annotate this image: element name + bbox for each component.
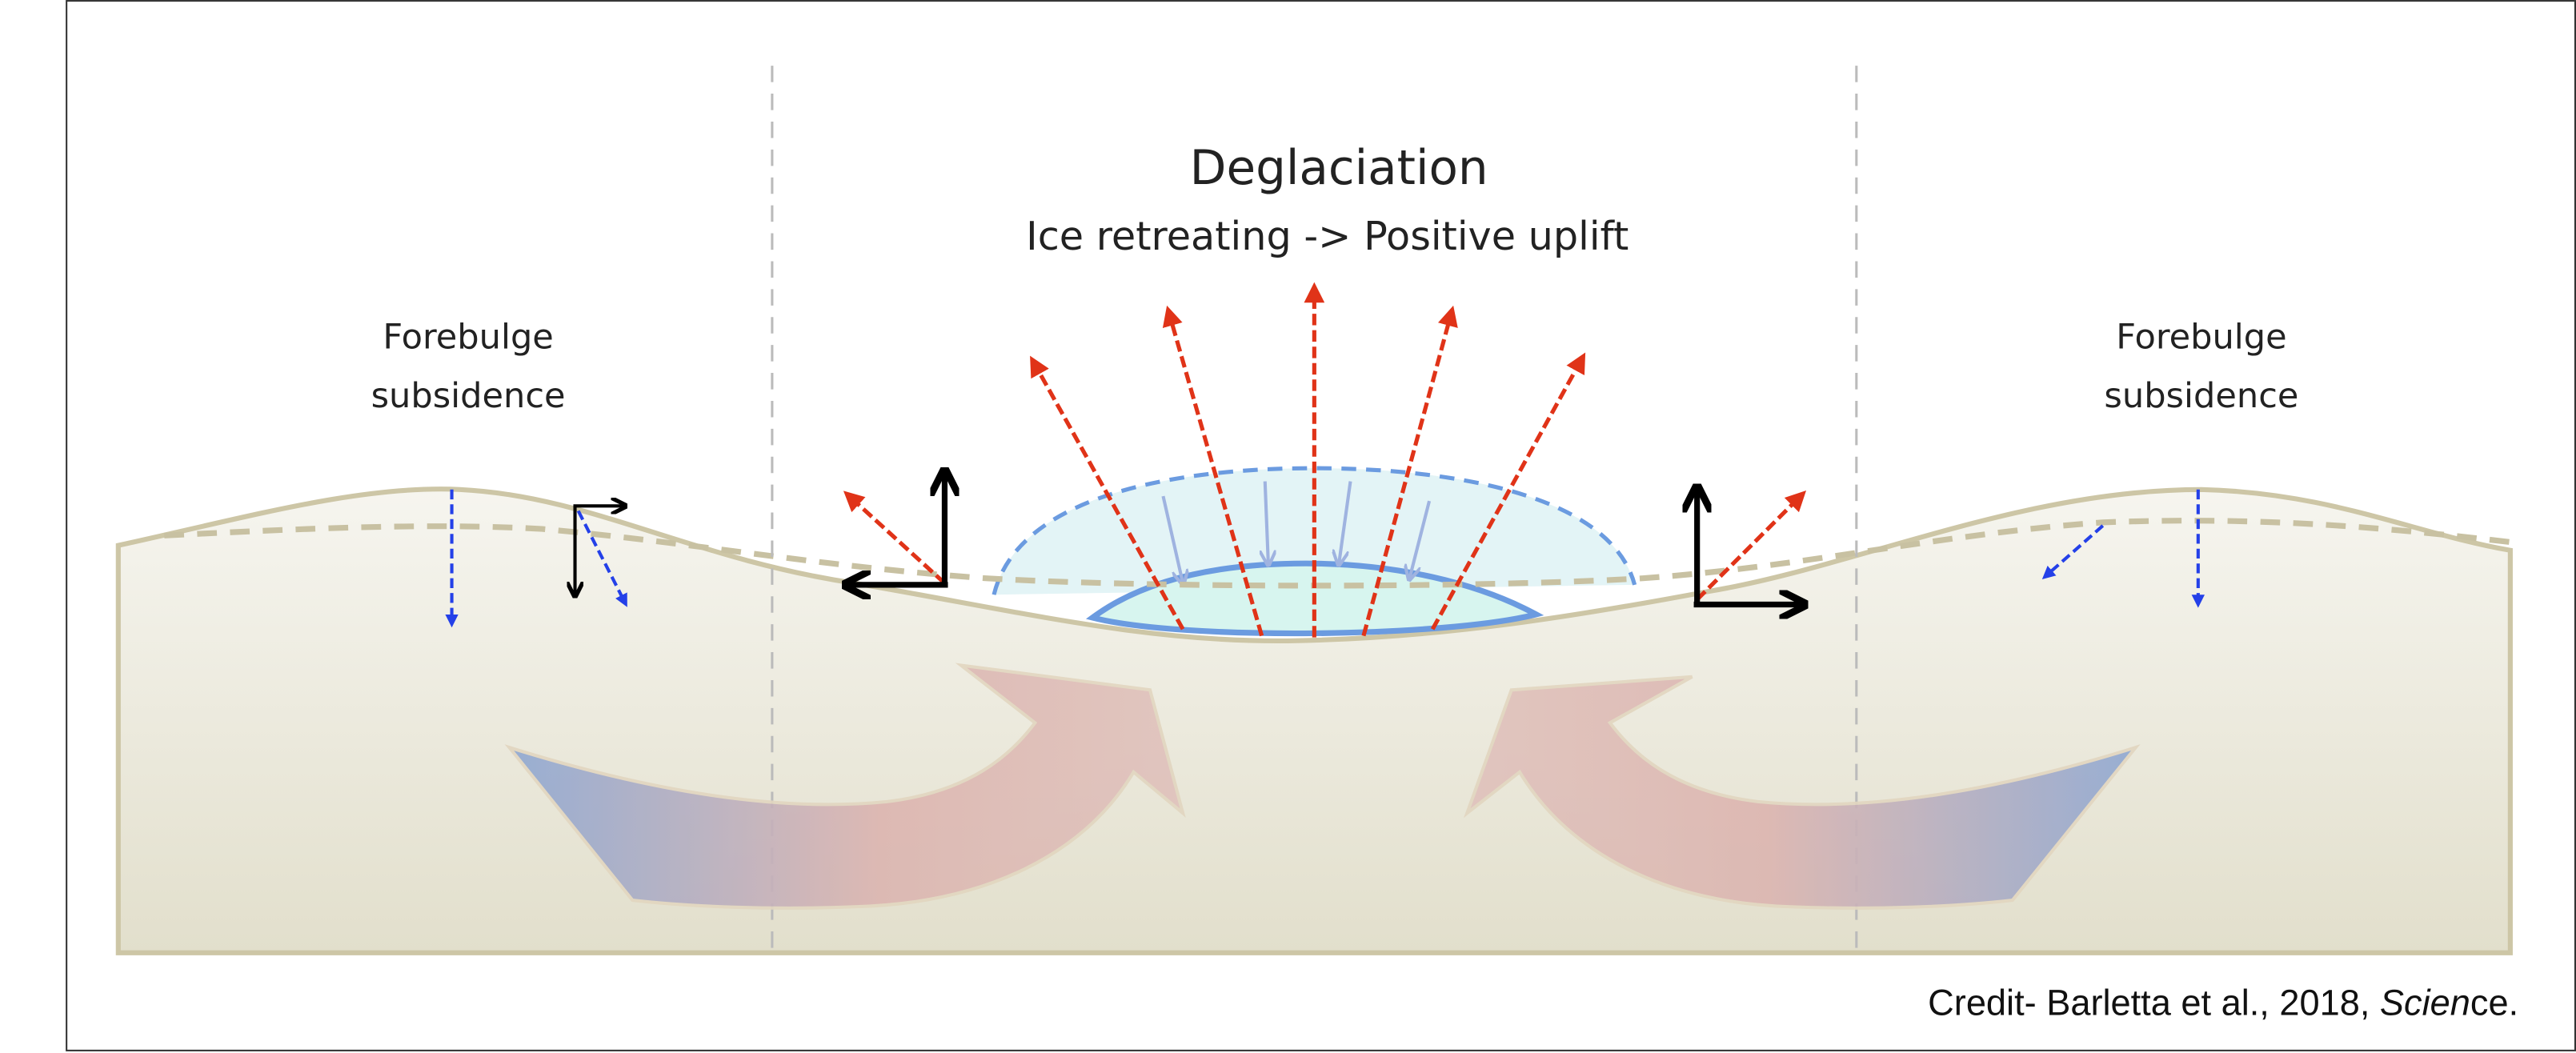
credit-italic: Scien <box>2380 983 2470 1023</box>
right-label-line2: subsidence <box>2104 376 2298 416</box>
uplift-arrow <box>1430 352 1586 631</box>
mantle-flow-arrow-left <box>504 663 1186 910</box>
ice-retreat-arrows <box>1161 481 1432 583</box>
uplift-arrow <box>1361 305 1458 637</box>
uplift-arrow <box>1695 490 1807 602</box>
uplift-arrow <box>843 490 947 585</box>
right-label-line1: Forebulge <box>2116 317 2286 357</box>
displacement-components <box>573 473 1802 604</box>
left-label-line2: subsidence <box>371 376 566 416</box>
uplift-arrow <box>1030 355 1185 631</box>
credit-text: Credit- Barletta et al., 2018, Science. <box>1928 983 2518 1023</box>
diagram-title: Deglaciation <box>1190 141 1488 196</box>
credit-prefix: Credit- Barletta et al., 2018, <box>1928 983 2380 1023</box>
left-label-line1: Forebulge <box>383 317 553 357</box>
previous-surface-line <box>164 518 2511 589</box>
subsidence-arrows <box>445 489 2205 628</box>
mantle-flow-arrow-right <box>1463 675 2141 910</box>
uplift-arrows <box>843 282 1807 638</box>
credit-suffix: ce. <box>2470 983 2518 1023</box>
uplift-arrow <box>1162 305 1264 637</box>
diagram-subtitle: Ice retreating -> Positive uplift <box>1026 213 1629 259</box>
